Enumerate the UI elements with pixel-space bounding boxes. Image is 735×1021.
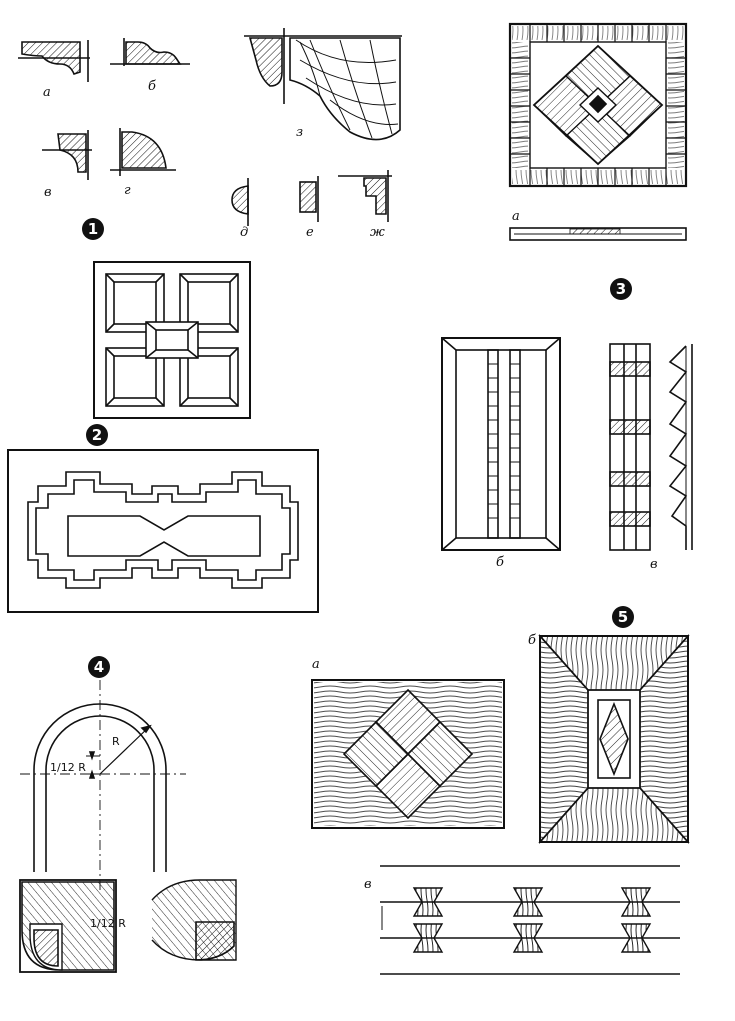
offset-label-bottom: 1/12 R <box>90 917 126 930</box>
profile-d <box>231 178 249 226</box>
figure-number-4: 4 <box>88 656 110 678</box>
profile-z <box>244 28 402 141</box>
figure-number-5: 5 <box>612 606 634 628</box>
figure-number-3: 3 <box>610 278 632 300</box>
profile-b <box>110 38 190 66</box>
fig3a-parquet <box>508 22 688 241</box>
fig3-label-b: б <box>496 555 504 570</box>
figure-number-1: 1 <box>82 218 104 240</box>
profile-a <box>18 40 90 82</box>
fig5-label-b: б <box>528 633 536 648</box>
corner-frames <box>105 273 239 407</box>
fig2-square-panel <box>93 261 251 419</box>
fig1-label-z: з <box>296 125 304 140</box>
fig5b-panel <box>538 633 690 845</box>
profile-v <box>42 130 92 180</box>
fig1-label-g: г <box>124 183 131 198</box>
fig5v-joints <box>380 865 680 975</box>
fig2-long-panel <box>7 449 319 613</box>
fig3b-frame <box>441 337 561 551</box>
fig1-profiles <box>18 28 402 226</box>
profile-g <box>110 128 176 176</box>
profile-e <box>299 176 319 222</box>
fig1-label-a: а <box>43 85 51 100</box>
fig5-label-v: в <box>364 877 372 892</box>
radius-label: R <box>112 735 120 748</box>
fig5a-panel <box>311 679 505 829</box>
fig1-label-b: б <box>148 79 156 94</box>
fig3-label-a: а <box>512 209 520 224</box>
fig1-label-v: в <box>44 185 52 200</box>
fig1-label-zh: ж <box>370 225 385 240</box>
offset-label-top: 1/12 R <box>50 761 86 774</box>
fig3-label-v: в <box>650 557 658 572</box>
figure-number-2: 2 <box>86 424 108 446</box>
fig1-label-e: е <box>306 225 314 240</box>
profile-zh <box>338 170 392 222</box>
fig5-label-a: а <box>312 657 320 672</box>
fig4-arch <box>19 680 237 973</box>
fig1-label-d: д <box>240 225 249 240</box>
fig3v-strips <box>609 343 693 551</box>
